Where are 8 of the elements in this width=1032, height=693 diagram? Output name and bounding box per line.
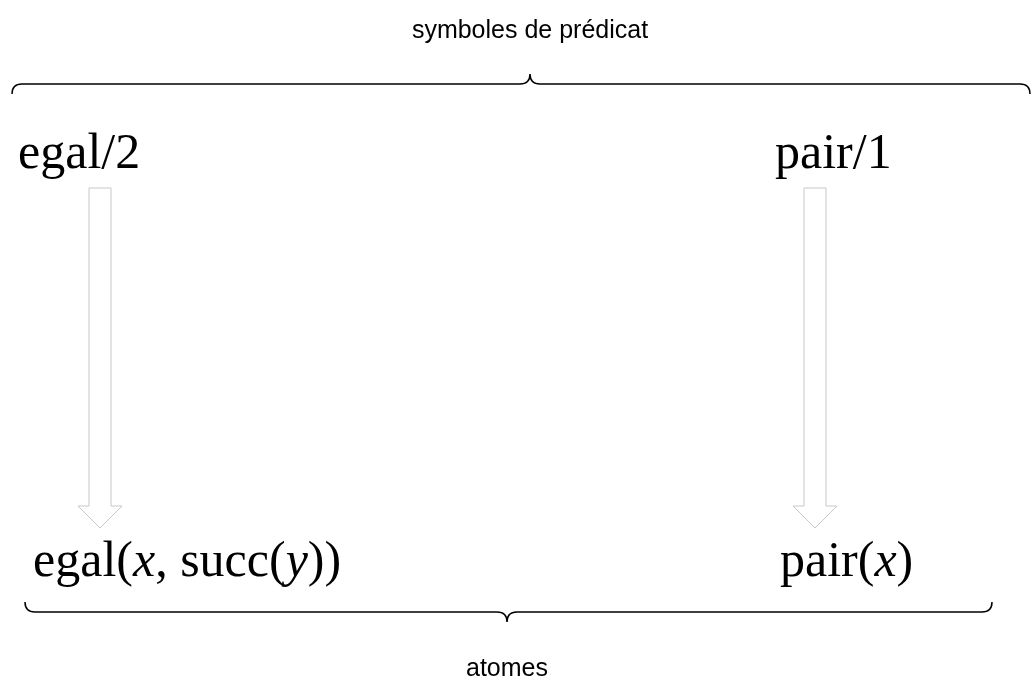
- hollow-arrow: [792, 187, 838, 529]
- formula-text: pair/1: [775, 122, 892, 180]
- formula-text: egal/2: [18, 122, 141, 180]
- brace-label: atomes: [466, 652, 548, 682]
- hollow-arrow: [77, 187, 123, 529]
- formula-text: egal(x, succ(y)): [33, 530, 342, 588]
- brace-label: symboles de prédicat: [411, 14, 649, 44]
- formula-text: pair(x): [780, 530, 914, 588]
